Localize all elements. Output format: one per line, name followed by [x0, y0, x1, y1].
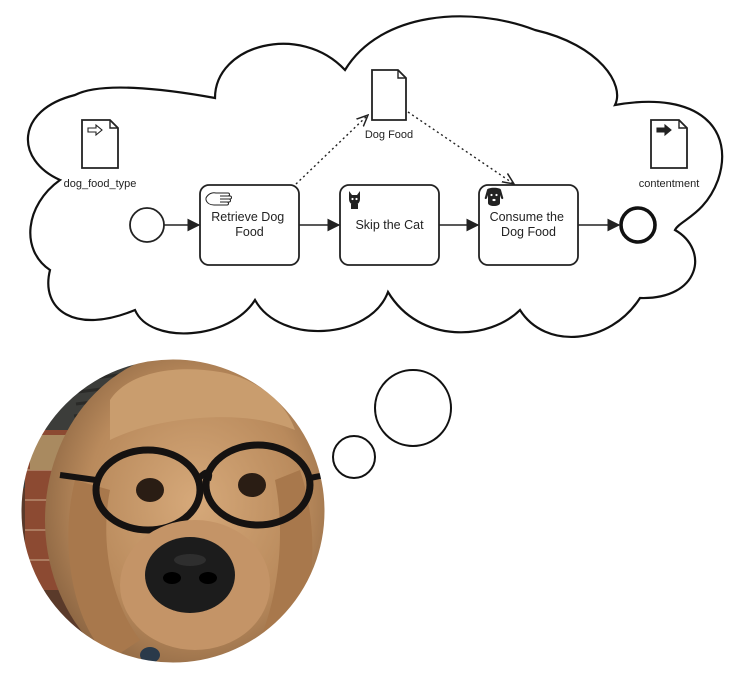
task-retrieve-dog-food[interactable]: Retrieve Dog Food [199, 184, 300, 266]
thought-cloud [26, 15, 724, 339]
cat-icon [349, 191, 360, 209]
dog-icon [484, 187, 504, 206]
start-event[interactable] [129, 207, 165, 243]
data-input-label: dog_food_type [64, 178, 137, 190]
data-output-label: contentment [639, 178, 700, 190]
dog-nose [145, 537, 235, 613]
task-label: Retrieve Dog Food [211, 210, 287, 239]
photo-frame [20, 358, 326, 664]
data-association[interactable] [407, 111, 514, 184]
data-object[interactable]: Dog Food [365, 69, 413, 141]
data-object-label: Dog Food [365, 129, 413, 141]
data-output[interactable]: contentment [639, 119, 700, 190]
thought-circle-small [332, 435, 376, 479]
input-arrow-icon [87, 123, 103, 137]
task-label: Consume the Dog Food [490, 210, 568, 239]
task-skip-the-cat[interactable]: Skip the Cat [339, 184, 440, 266]
output-arrow-icon [656, 123, 672, 137]
thought-circle-large [374, 369, 452, 447]
data-input[interactable]: dog_food_type [64, 119, 137, 190]
data-association[interactable] [295, 115, 368, 185]
end-event[interactable] [619, 206, 657, 244]
task-consume-the-dog-food[interactable]: Consume the Dog Food [478, 184, 579, 266]
task-label: Skip the Cat [355, 218, 424, 232]
hand-icon [205, 192, 232, 206]
